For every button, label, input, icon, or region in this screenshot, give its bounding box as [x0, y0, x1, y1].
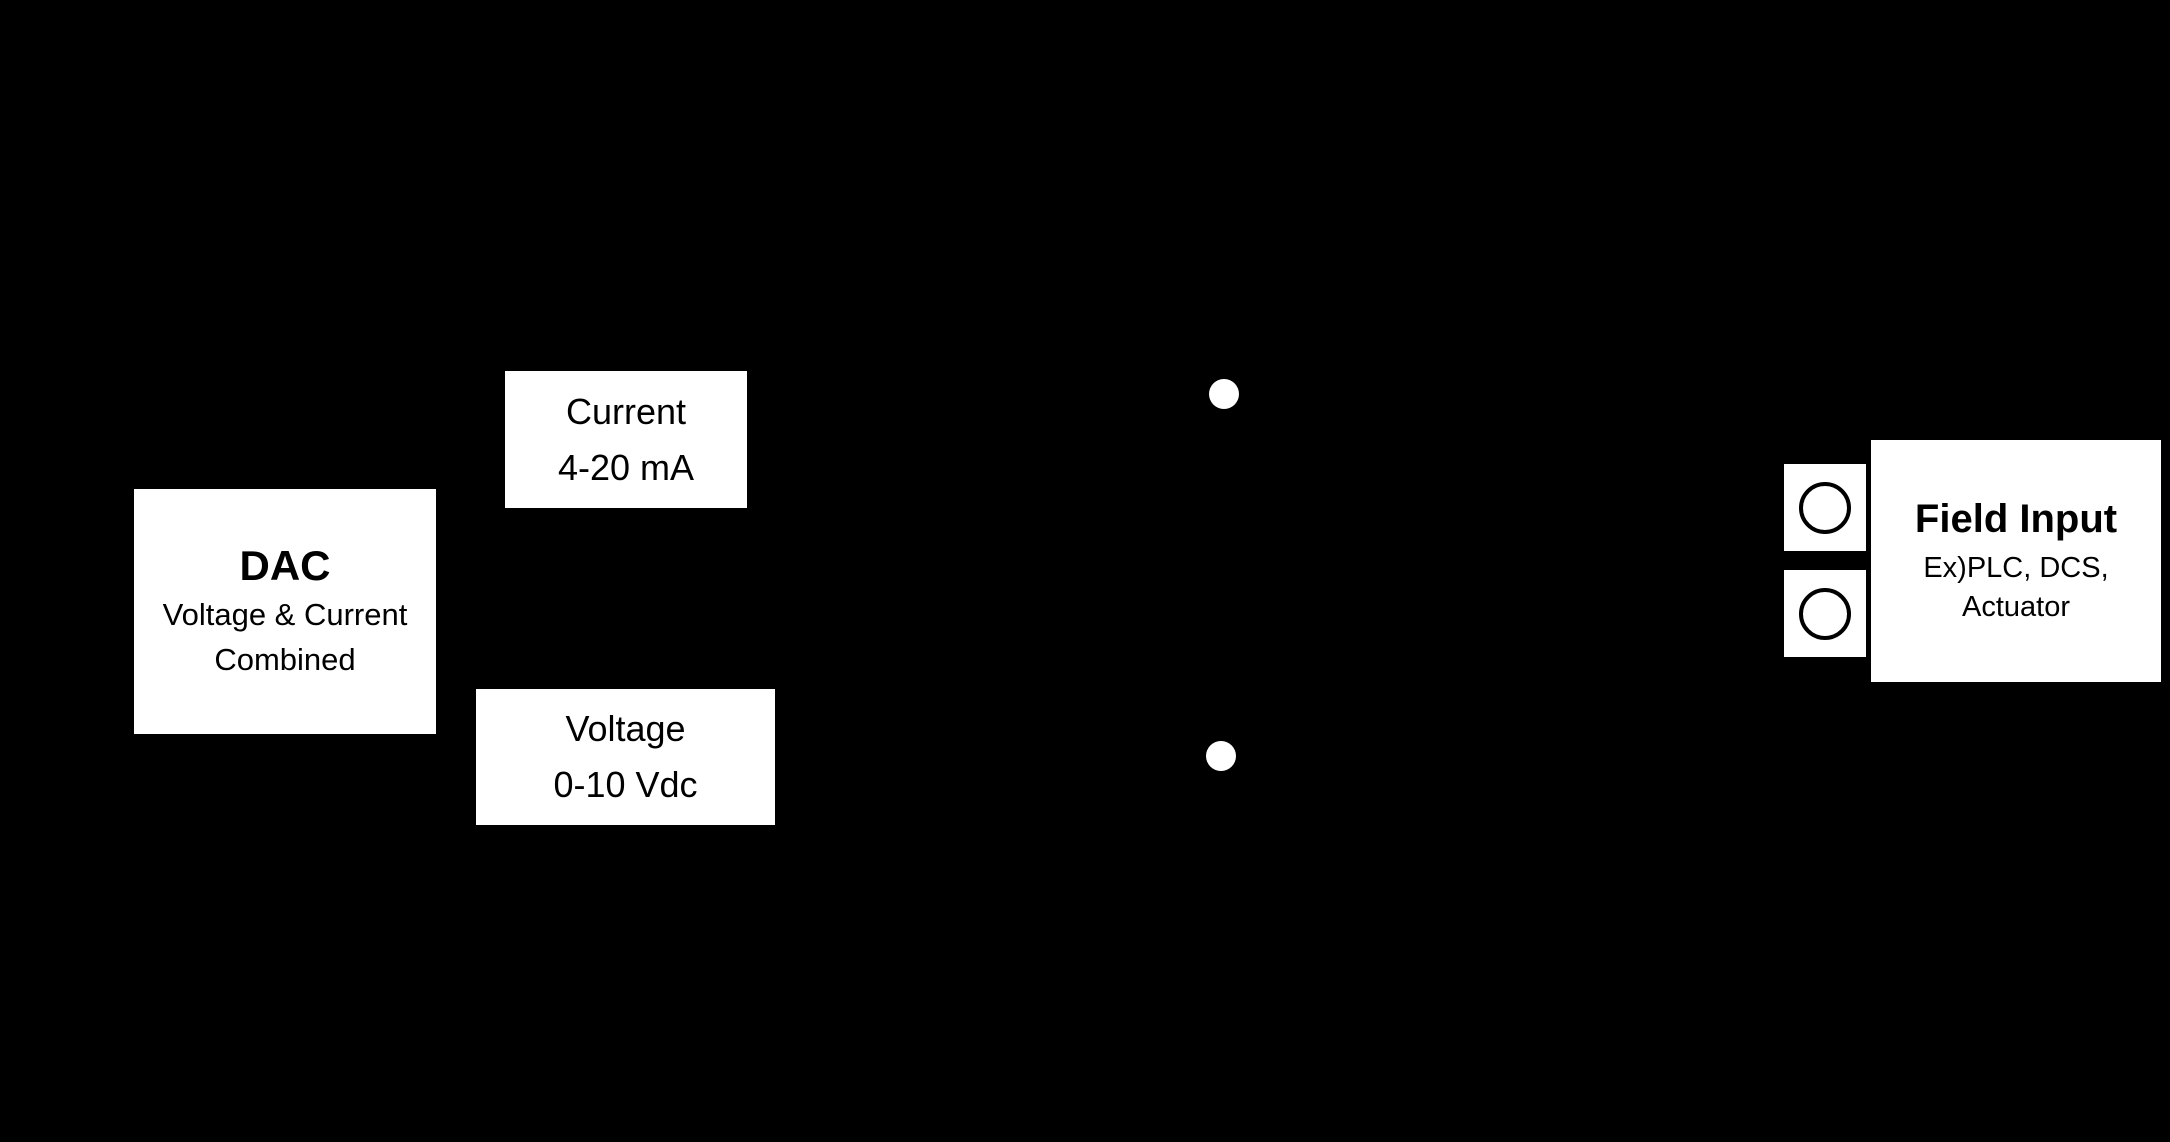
dac-block: DAC Voltage & Current Combined	[134, 489, 436, 734]
current-label: Current	[565, 390, 687, 432]
dac-subtitle-line1: Voltage & Current	[162, 596, 408, 632]
screw-terminal-icon	[1799, 481, 1851, 534]
field-input-subtitle-line1: Ex)PLC, DCS,	[1923, 551, 2109, 584]
field-input-title: Field Input	[1914, 496, 2118, 541]
current-output-block: Current 4-20 mA	[505, 371, 747, 508]
current-range: 4-20 mA	[557, 446, 695, 488]
voltage-range: 0-10 Vdc	[553, 764, 698, 805]
field-input-block: Field Input Ex)PLC, DCS, Actuator	[1871, 440, 2161, 682]
terminal-block-bottom	[1781, 567, 1869, 660]
dac-title: DAC	[239, 542, 331, 590]
current-junction-dot-icon	[1209, 379, 1239, 409]
field-input-subtitle-line2: Actuator	[1962, 591, 2070, 623]
voltage-output-block: Voltage 0-10 Vdc	[476, 689, 775, 825]
screw-terminal-icon	[1799, 587, 1851, 640]
voltage-junction-dot-icon	[1206, 741, 1236, 771]
terminal-block-top	[1781, 461, 1869, 554]
dac-subtitle-line2: Combined	[214, 641, 356, 677]
voltage-label: Voltage	[565, 708, 686, 750]
